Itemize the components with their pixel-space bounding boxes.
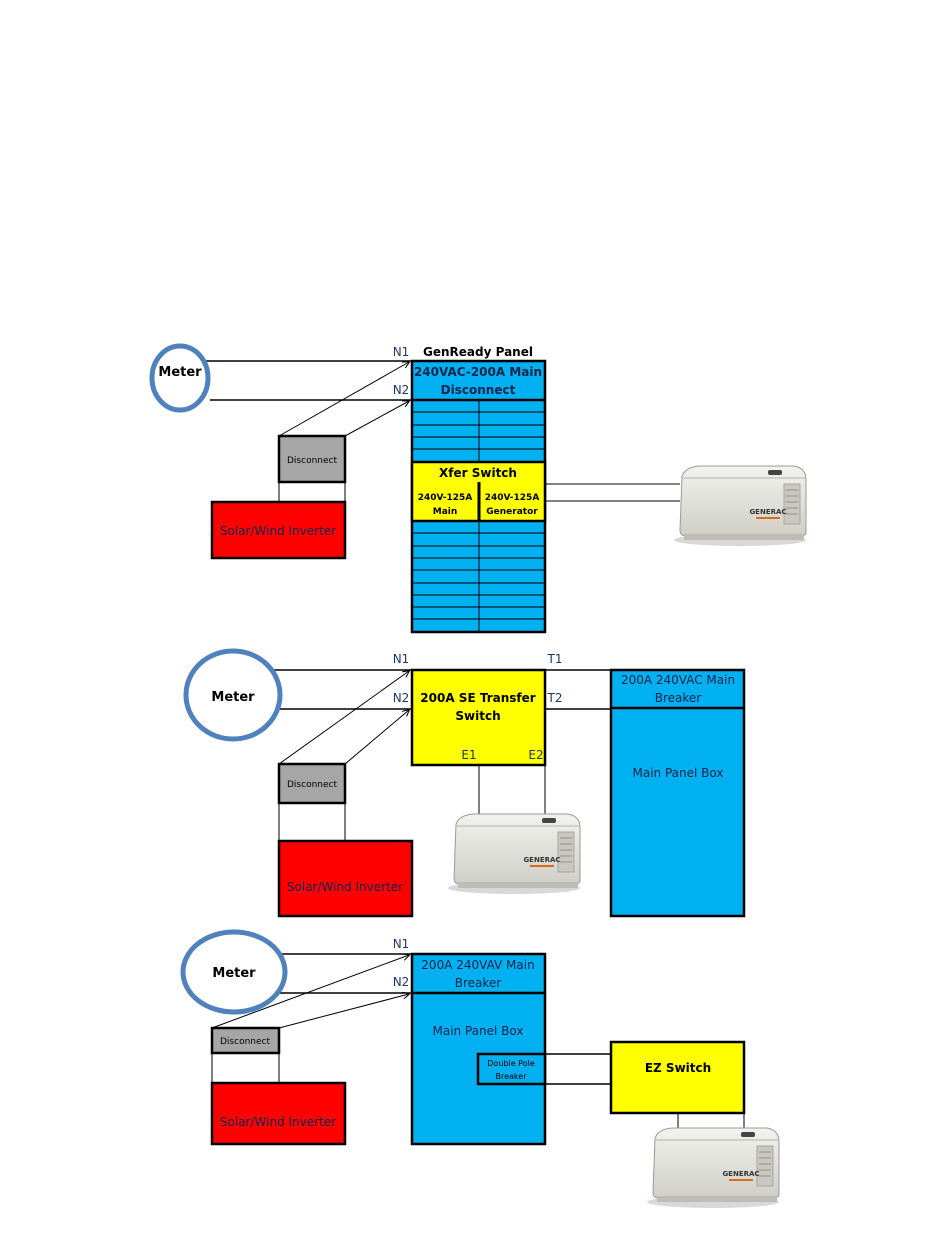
n2-label: N2 (393, 383, 410, 397)
diagram-se-transfer: Meter N1 N2 T1 T2 200A SE Transfer Switc… (183, 648, 746, 918)
xfer-title: Xfer Switch (439, 466, 517, 480)
inverter-label: Solar/Wind Inverter (220, 1115, 336, 1129)
arrow-to-n2 (344, 401, 409, 437)
main-panel-label: Main Panel Box (433, 1024, 524, 1038)
main-disconnect-line1: 240VAC-200A Main (414, 365, 542, 379)
meter-label: Meter (211, 690, 255, 705)
n1-label: N1 (393, 937, 410, 951)
main-breaker-line1: 200A 240VAC Main (621, 673, 735, 687)
disconnect-label: Disconnect (287, 780, 337, 790)
n2-label: N2 (393, 975, 410, 989)
meter-label: Meter (158, 365, 202, 380)
generator-brand: GENERAC (722, 1170, 759, 1178)
inverter-label: Solar/Wind Inverter (220, 524, 336, 538)
e1-label: E1 (461, 748, 476, 762)
disconnect-label: Disconnect (287, 456, 337, 466)
double-pole-line2: Breaker (496, 1072, 528, 1081)
n1-label: N1 (393, 652, 410, 666)
xfer-main-line1: 240V-125A (418, 493, 473, 503)
main-panel-label: Main Panel Box (633, 766, 724, 780)
se-transfer-switch (410, 668, 547, 767)
t2-label: T2 (547, 691, 563, 705)
arrow-to-n2 (344, 710, 409, 765)
xfer-gen-line1: 240V-125A (485, 493, 540, 503)
ez-switch-label: EZ Switch (645, 1061, 711, 1075)
xfer-main-line2: Main (433, 507, 458, 517)
double-pole-line1: Double Pole (487, 1059, 535, 1068)
inverter-box (210, 500, 347, 560)
generator-image: GENERAC (646, 1127, 780, 1209)
n1-label: N1 (393, 345, 410, 359)
inverter-box (210, 1081, 347, 1146)
generator-brand: GENERAC (749, 508, 786, 516)
main-panel-box (609, 668, 746, 918)
generator-image: GENERAC (673, 465, 807, 547)
n2-label: N2 (393, 691, 410, 705)
transfer-switch-line2: Switch (455, 709, 500, 723)
meter-circle (180, 929, 288, 1015)
inverter-box (277, 839, 414, 918)
panel-title: GenReady Panel (423, 345, 533, 359)
main-panel-box (410, 952, 547, 1146)
arrow-to-n1 (278, 362, 409, 437)
transfer-switch-line1: 200A SE Transfer (420, 691, 535, 705)
arrow-to-n1 (211, 955, 409, 1029)
generator-brand: GENERAC (523, 856, 560, 864)
generator-image: GENERAC (447, 813, 581, 895)
ez-switch (609, 1040, 746, 1115)
disconnect-box (277, 762, 347, 805)
t1-label: T1 (547, 652, 563, 666)
main-breaker-line2: Breaker (455, 976, 502, 990)
inverter-label: Solar/Wind Inverter (287, 880, 403, 894)
disconnect-box (277, 434, 347, 484)
double-pole-breaker (476, 1052, 547, 1086)
main-breaker-line2: Breaker (655, 691, 702, 705)
e2-label: E2 (528, 748, 543, 762)
disconnect-label: Disconnect (220, 1037, 270, 1047)
meter-label: Meter (212, 966, 256, 981)
diagram-genready: Meter N1 N2 GenReady Panel 240VAC-200A M… (149, 343, 807, 634)
meter-circle (149, 343, 211, 413)
xfer-gen-line2: Generator (486, 507, 538, 517)
arrow-to-n2 (278, 994, 409, 1029)
main-disconnect-line2: Disconnect (441, 383, 516, 397)
meter-circle (183, 648, 283, 742)
arrow-to-n1 (278, 671, 409, 765)
main-breaker-line1: 200A 240VAV Main (421, 958, 534, 972)
diagram-ez-switch: Meter N1 N2 200A 240VAV Main Breaker Mai… (180, 929, 780, 1209)
disconnect-box (210, 1026, 281, 1055)
